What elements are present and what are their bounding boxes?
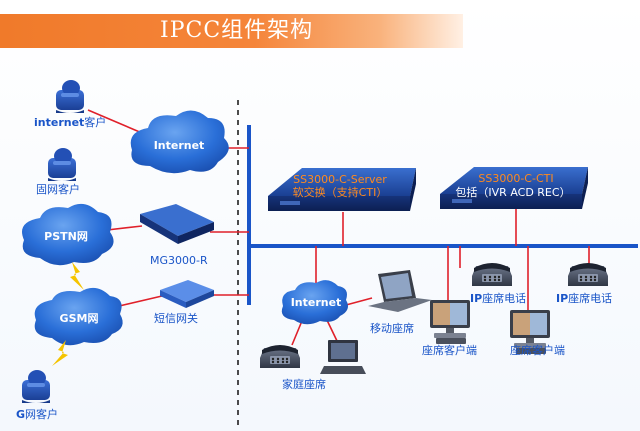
cloud-label: Internet — [291, 296, 342, 309]
server-softswitch: SS3000-C-Server 软交换（支持CTI） — [268, 168, 416, 211]
g-customer-label: G网客户 — [16, 407, 58, 421]
mobile-seat-device: 移动座席 — [368, 270, 432, 335]
cloud-icon — [22, 203, 114, 266]
laptop-icon — [368, 270, 432, 312]
cloud-gsm: GSM网 — [34, 287, 123, 346]
server1-line1: SS3000-C-Server — [293, 173, 387, 186]
mg3000-device: MG3000-R — [140, 204, 214, 267]
seat-client-1-label: 座席客户端 — [422, 343, 477, 357]
phone-icon — [472, 263, 512, 286]
cloud-pstn: PSTN网 — [22, 203, 114, 266]
cloud-label: PSTN网 — [44, 230, 88, 243]
title-bar — [0, 14, 463, 48]
desktop-icon — [430, 300, 470, 344]
fixed-customer-label: 固网客户 — [36, 182, 80, 196]
cloud-internet-main: Internet — [130, 110, 229, 174]
lightning-icon — [52, 340, 68, 366]
ip-phone-1-label: IP座席电话 — [470, 291, 526, 305]
desktop-icon — [320, 340, 366, 374]
router-icon — [160, 280, 214, 302]
sms-gateway-label: 短信网关 — [154, 311, 198, 325]
sms-gateway-device: 短信网关 — [154, 280, 214, 325]
phone-icon — [260, 345, 300, 368]
user-icon — [56, 80, 84, 113]
ip-phone-2-label: IP座席电话 — [556, 291, 612, 305]
seat-client-2-label: 座席客户端 — [510, 343, 565, 357]
server1-line2: 软交换（支持CTI） — [293, 185, 388, 199]
router-icon — [140, 204, 214, 236]
cloud-icon — [281, 280, 348, 325]
cloud-label: Internet — [154, 139, 205, 152]
server-cti: SS3000-C-CTI 包括（IVR ACD REC） — [440, 167, 588, 209]
mg3000-label: MG3000-R — [150, 254, 208, 267]
server-icon — [268, 168, 416, 196]
cloud-icon — [130, 110, 229, 174]
cloud-label: GSM网 — [60, 312, 99, 325]
page-title: IPCC组件架构 — [160, 18, 314, 43]
mobile-seat-label: 移动座席 — [370, 321, 414, 335]
home-seat-label: 家庭座席 — [282, 377, 326, 391]
server2-line1: SS3000-C-CTI — [478, 172, 553, 185]
phone-icon — [568, 263, 608, 286]
user-icon — [48, 148, 76, 181]
server2-line2: 包括（IVR ACD REC） — [455, 185, 570, 199]
lightning-icon — [70, 262, 84, 290]
user-icon — [22, 370, 50, 403]
internet-customer-label: internet客户 — [34, 115, 106, 129]
cloud-icon — [34, 287, 123, 346]
server-icon — [440, 167, 588, 194]
cloud-internet-small: Internet — [281, 280, 348, 325]
